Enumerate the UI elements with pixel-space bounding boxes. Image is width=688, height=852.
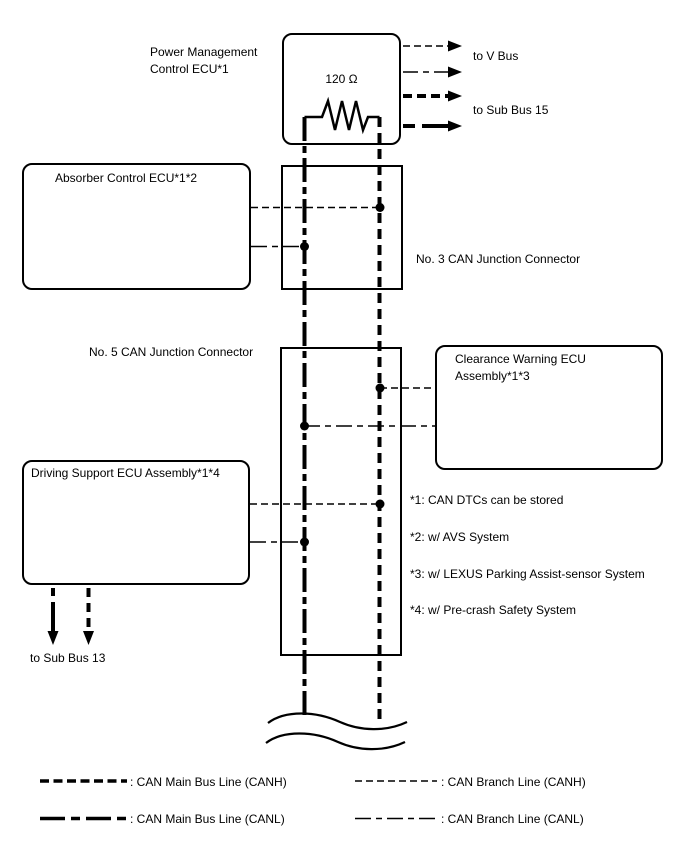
legend-branch-canl-label: : CAN Branch Line (CANL)	[441, 812, 584, 826]
to-v-bus-label: to V Bus	[473, 49, 519, 63]
to-sub-bus-13-label: to Sub Bus 13	[30, 651, 106, 665]
to-sub-bus-15-label: to Sub Bus 15	[473, 103, 549, 117]
resistor-value-label: 120 Ω	[325, 72, 358, 86]
arrow-head-icon	[448, 40, 462, 52]
power-management-ecu-box: 120 Ω	[282, 33, 401, 145]
note-4: *4: w/ Pre-crash Safety System	[410, 603, 577, 617]
break-wave-line	[265, 732, 406, 751]
note-2: *2: w/ AVS System	[410, 530, 510, 544]
driving-support-ecu-label: Driving Support ECU Assembly*1*4	[31, 466, 220, 480]
driving-support-ecu-box: Driving Support ECU Assembly*1*4	[22, 460, 250, 585]
arrow-head-icon	[448, 120, 462, 132]
clearance-warning-ecu-label: Clearance Warning ECU Assembly*1*3	[455, 352, 586, 383]
absorber-control-ecu-label: Absorber Control ECU*1*2	[55, 171, 198, 185]
legend-branch-canh-label: : CAN Branch Line (CANH)	[441, 775, 586, 789]
power-management-ecu-label: Power Management Control ECU*1	[150, 45, 258, 76]
arrow-head-icon	[47, 631, 59, 645]
arrow-head-icon	[448, 90, 462, 102]
no5-can-junction-connector-label: No. 5 CAN Junction Connector	[89, 345, 254, 359]
legend-main-canl-label: : CAN Main Bus Line (CANL)	[130, 812, 285, 826]
note-3: *3: w/ LEXUS Parking Assist-sensor Syste…	[410, 567, 645, 581]
no3-can-junction-connector-box	[281, 165, 403, 290]
no3-can-junction-connector-label: No. 3 CAN Junction Connector	[416, 252, 581, 266]
break-wave-line	[267, 712, 408, 731]
note-1: *1: CAN DTCs can be stored	[410, 493, 564, 507]
no5-can-junction-connector-box	[280, 347, 402, 656]
arrow-head-icon	[83, 631, 94, 645]
clearance-warning-ecu-box: Clearance Warning ECU Assembly*1*3	[435, 345, 663, 470]
arrow-head-icon	[448, 66, 462, 78]
legend-main-canh-label: : CAN Main Bus Line (CANH)	[130, 775, 287, 789]
absorber-control-ecu-box: Absorber Control ECU*1*2	[22, 163, 251, 290]
